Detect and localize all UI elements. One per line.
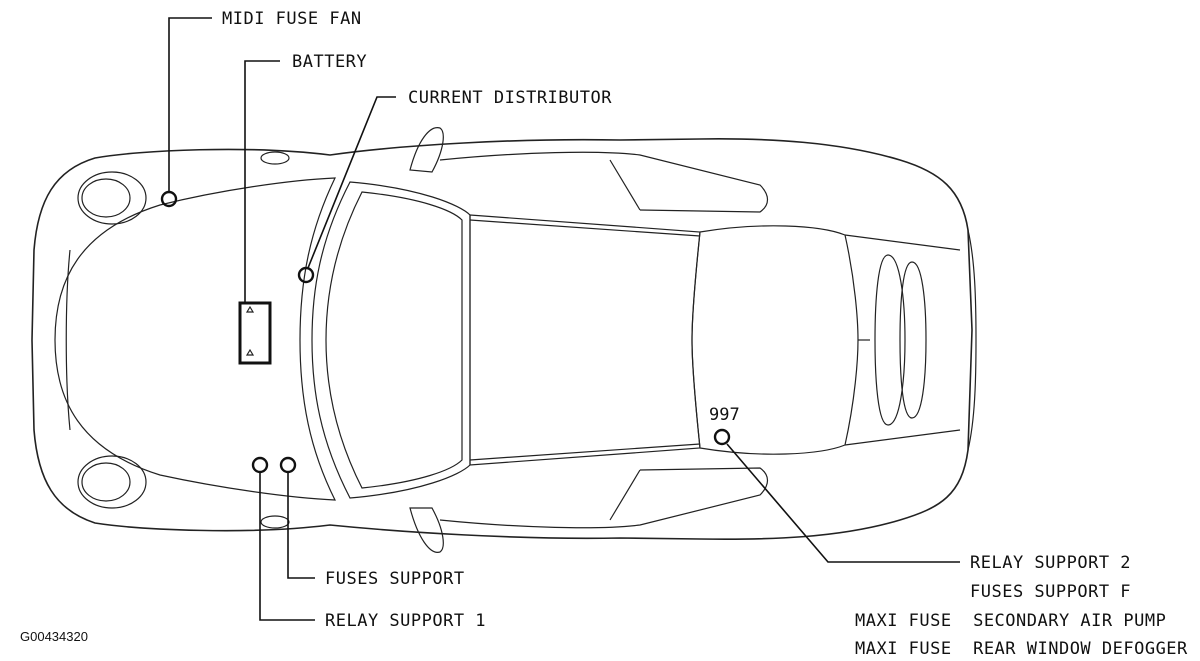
relay-support-1-marker [251, 456, 269, 474]
current-distributor-marker [297, 266, 315, 284]
figure-id: G00434320 [20, 629, 88, 644]
midi-fuse-fan-leader [168, 17, 212, 191]
relay-support-1-label: RELAY SUPPORT 1 [325, 611, 486, 631]
current-distributor-label: CURRENT DISTRIBUTOR [408, 88, 612, 108]
model-number-label: 997 [709, 405, 740, 425]
midi-fuse-fan-marker [160, 190, 178, 208]
rear-relay-support-leader [726, 443, 960, 563]
fuses-support-marker [279, 456, 297, 474]
relay-support-2-label: RELAY SUPPORT 2 [970, 553, 1131, 573]
car-outline [31, 127, 977, 553]
battery-leader [244, 60, 280, 303]
current-distributor-leader [307, 96, 396, 269]
fuses-support-f-label: FUSES SUPPORT F [970, 582, 1131, 602]
fuses-support-label: FUSES SUPPORT [325, 569, 465, 589]
fuses-support-leader [287, 473, 315, 579]
rear-relay-support-marker [713, 428, 731, 446]
battery-label: BATTERY [292, 52, 367, 72]
midi-fuse-fan-label: MIDI FUSE FAN [222, 9, 362, 29]
maxi-fuse-secondary-air-pump-label: MAXI FUSE SECONDARY AIR PUMP [855, 611, 1166, 631]
relay-support-1-leader [259, 473, 315, 621]
maxi-fuse-rear-window-defogger-label: MAXI FUSE REAR WINDOW DEFOGGER [855, 639, 1188, 659]
battery-terminal-icon [245, 305, 255, 356]
battery-marker [238, 301, 272, 365]
